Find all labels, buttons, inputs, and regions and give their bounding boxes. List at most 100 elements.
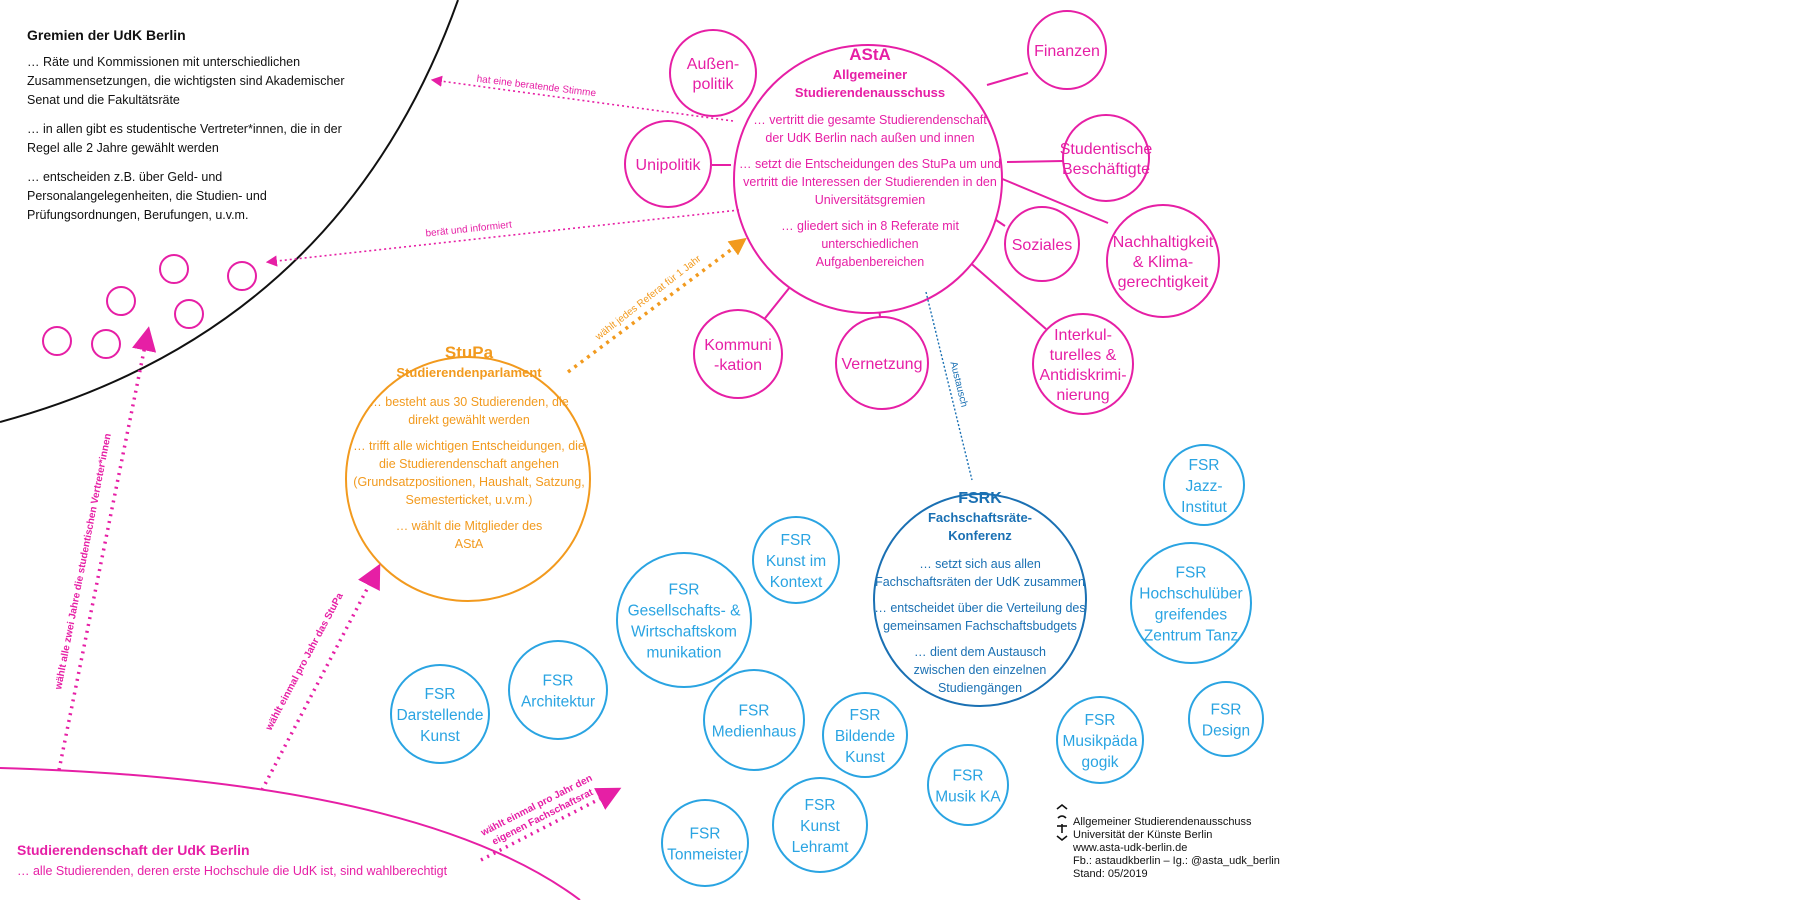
fsr-circle xyxy=(661,799,749,887)
stupa-title: StuPa xyxy=(445,343,494,362)
member-circle xyxy=(42,326,72,356)
referat-finanzen: Finanzen xyxy=(1027,10,1107,90)
asta-description-line: … gliedert sich in 8 Referate mit xyxy=(781,219,959,233)
referat-label: -kation xyxy=(714,357,762,374)
member-circle xyxy=(227,261,257,291)
stupa-description-line: Semesterticket, u.v.m.) xyxy=(406,493,533,507)
fsr-label: FSR xyxy=(1189,457,1220,474)
referat-circle xyxy=(1027,10,1107,90)
studierendenschaft-boundary-arc xyxy=(0,767,581,900)
gremien-paragraph-line: Prüfungsordnungen, Berufungen, u.v.m. xyxy=(27,208,248,222)
stupa-description-line: … trifft alle wichtigen Entscheidungen, … xyxy=(353,439,585,453)
fsr-label: Musik KA xyxy=(935,789,1001,806)
fsr-label: Kunst xyxy=(800,818,840,835)
label-beratende-stimme: hat eine beratende Stimme xyxy=(476,74,597,100)
referat-interkulturelles: Interkul-turelles &Antidiskrimi-nierung xyxy=(1032,313,1134,415)
referat-circle xyxy=(1004,206,1080,282)
stupa-description: … besteht aus 30 Studierenden, diedirekt… xyxy=(353,395,585,551)
fsr-label: Zentrum Tanz xyxy=(1144,628,1238,645)
label-waehlt-referat: wählt jedes Referat für 1 Jahr xyxy=(593,253,704,343)
fsr-label: FSR xyxy=(425,686,456,703)
fsr-label: Gesellschafts- & xyxy=(628,603,742,620)
asta-subtitle-line: Studierendenausschuss xyxy=(795,85,945,100)
fsr-label: FSR xyxy=(1176,565,1207,582)
fsr-label: Kunst xyxy=(845,749,885,766)
fsr-label: Kunst im xyxy=(766,553,826,570)
referat-label: Nachhaltigkeit xyxy=(1113,234,1214,251)
asta-description-line: vertritt die Interessen der Studierenden… xyxy=(743,175,997,189)
asta-subtitle-line: Allgemeiner xyxy=(833,67,907,82)
fsr-circle xyxy=(1188,681,1264,757)
fsr-label: Tonmeister xyxy=(667,847,743,864)
fsr-label: FSR xyxy=(690,826,721,843)
fsrk-description-line: … setzt sich aus allen xyxy=(919,557,1041,571)
fsr-label: gogik xyxy=(1081,754,1118,771)
member-circle xyxy=(174,299,204,329)
fsr-circle xyxy=(1163,444,1245,526)
arrow-waehlt-vertreter xyxy=(57,326,157,771)
fsrk-subtitle: Fachschaftsräte-Konferenz xyxy=(928,510,1032,543)
fsr-label: greifendes xyxy=(1155,607,1228,624)
referat-label: Unipolitik xyxy=(636,157,702,174)
asta-description-line: der UdK Berlin nach außen und innen xyxy=(765,131,974,145)
asta-title: AStA xyxy=(849,45,891,64)
fsr-label: Bildende xyxy=(835,728,895,745)
gremien-paragraph-line: … entscheiden z.B. über Geld- und xyxy=(27,170,222,184)
fsr-label: FSR xyxy=(850,707,881,724)
referat-label: Soziales xyxy=(1012,237,1072,254)
fsr-label: munikation xyxy=(647,645,722,662)
referat-label: Studentische xyxy=(1060,141,1153,158)
arrow-waehlt-fachschaftsrat xyxy=(480,787,622,862)
stupa-description-line: … wählt die Mitglieder des xyxy=(396,519,543,533)
referat-label: Beschäftigte xyxy=(1062,161,1150,178)
fsr-circle xyxy=(508,640,608,740)
asta-description-line: Universitätsgremien xyxy=(815,193,926,207)
referat-label: Kommuni xyxy=(704,337,772,354)
fsr-label: FSR xyxy=(953,768,984,785)
fsr-label: Musikpäda xyxy=(1063,733,1138,750)
fsr-circle xyxy=(703,669,805,771)
referat-label: politik xyxy=(693,76,735,93)
asta-description-line: … setzt die Entscheidungen des StuPa um … xyxy=(739,157,1001,171)
footer-info: Allgemeiner StudierendenausschussUnivers… xyxy=(1072,816,1280,880)
fsr-circle xyxy=(1130,542,1252,664)
fsr-label: FSR xyxy=(739,703,770,720)
fsr-label: Kontext xyxy=(770,574,823,591)
fsr-label: Medienhaus xyxy=(712,724,797,741)
gremien-paragraph-line: … in allen gibt es studentische Vertrete… xyxy=(27,122,342,136)
gremien-paragraph-line: Personalangelegenheiten, die Studien- un… xyxy=(27,189,267,203)
referat-nachhaltigkeit: Nachhaltigkeit& Klima-gerechtigkeit xyxy=(1106,204,1220,318)
fsr-label: FSR xyxy=(805,797,836,814)
asta-circle xyxy=(733,44,1003,314)
fsr-musikpaedagogik: FSR Musikpäda gogik xyxy=(1056,696,1144,784)
referat-label: turelles & xyxy=(1050,347,1117,364)
referat-circle xyxy=(669,29,757,117)
arrow-waehlt-stupa xyxy=(260,563,381,791)
referat-label: Vernetzung xyxy=(842,356,923,373)
fsrk-description-line: … dient dem Austausch xyxy=(914,645,1046,659)
fsr-label: Wirtschaftskom xyxy=(631,624,737,641)
footer-logo xyxy=(1056,803,1068,842)
footer-line: www.asta-udk-berlin.de xyxy=(1072,842,1187,854)
label-austausch: Austausch xyxy=(947,360,969,408)
stupa-description-line: AStA xyxy=(455,537,484,551)
asta-description-line: Aufgabenbereichen xyxy=(816,255,924,269)
fsrk-subtitle-line: Fachschaftsräte- xyxy=(928,510,1032,525)
fsrk-description-line: Studiengängen xyxy=(938,681,1022,695)
referat-label: Interkul- xyxy=(1054,327,1112,344)
stupa-description-line: die Studierendenschaft angehen xyxy=(379,457,559,471)
referat-label: Finanzen xyxy=(1034,43,1100,60)
fsr-circle xyxy=(822,692,908,778)
arrow-beraet-informiert xyxy=(265,209,740,267)
member-circle xyxy=(159,254,189,284)
fsr-label: FSR xyxy=(1085,712,1116,729)
fsr-circles: FSRDarstellendeKunstFSRArchitekturFSRGes… xyxy=(390,444,1264,887)
